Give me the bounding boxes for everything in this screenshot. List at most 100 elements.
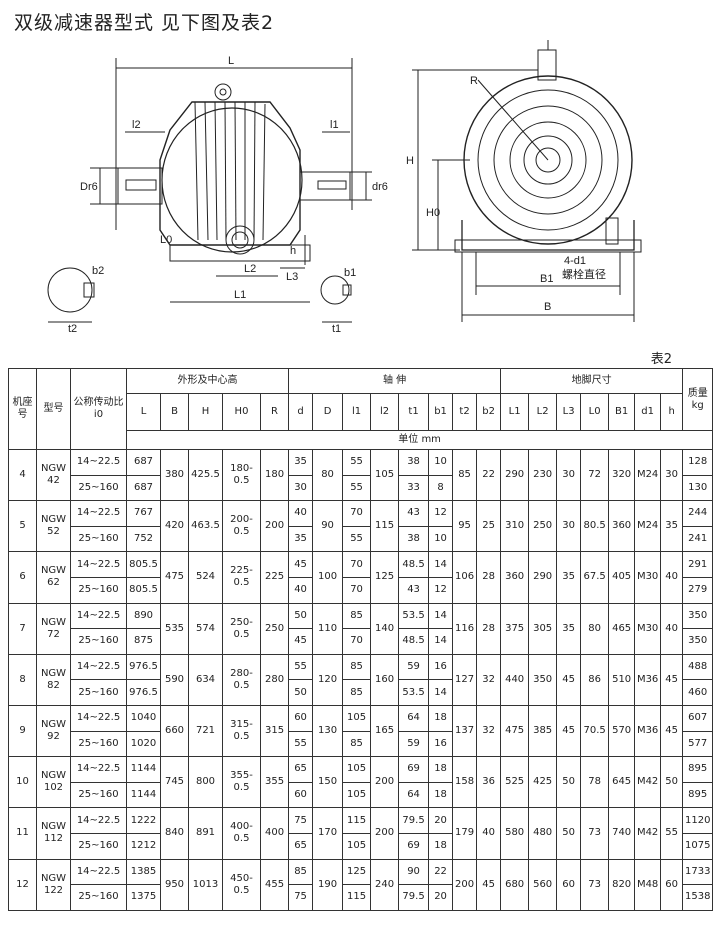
dim-label: b2 [92,265,104,277]
table-cell: 130 [682,474,713,502]
table-cell: 1075 [682,832,713,860]
table-cell: 20 [428,807,454,834]
table-cell: 45 [556,653,582,706]
table-cell: 14~22.5 [70,858,127,886]
table-cell: 225 [259,551,290,604]
page-title: 双级减速器型式 见下图及表2 [14,12,275,34]
table-cell: 64 [398,704,430,732]
table-cell: 20 [428,884,454,911]
table-cell: 16 [428,653,454,681]
table-cell: 95 [452,500,478,553]
table-cell: 225-0.5 [222,551,261,604]
table-cell: 40 [476,807,502,860]
table-cell: 25~160 [70,576,127,604]
table-cell: 250-0.5 [222,602,261,655]
table-cell: 25~160 [70,884,127,911]
table-cell: 65 [288,832,314,860]
col-H: H [188,393,223,431]
table-cell: 25~160 [70,832,127,860]
table-cell: 55 [342,449,372,476]
table-cell: 280 [259,653,290,706]
header-shaft: 轴 伸 [288,368,502,394]
table-cell: 740 [608,807,636,860]
table-cell: 250 [259,602,290,655]
table-cell: 18 [428,756,454,783]
table-cell: 200 [259,500,290,553]
table-cell: 86 [580,653,610,706]
dim-label: 螺栓直径 [562,267,606,281]
table-cell: 30 [556,448,582,502]
table-cell: 25~160 [70,628,127,655]
table-cell: 35 [288,449,314,476]
table-cell: 350 [682,602,713,630]
table-cell: 375 [500,602,530,655]
table-cell: 165 [370,704,400,758]
table-cell: 40 [288,576,314,604]
table-cell: 28 [476,602,502,655]
table-cell: 59 [398,730,430,758]
table-cell: 240 [370,858,400,911]
table-cell: 320 [608,448,636,502]
table-cell: 800 [188,756,223,809]
table-cell: 33 [398,474,430,502]
table-cell: 120 [312,653,344,706]
dim-label: B [544,301,551,313]
table-cell: 360 [500,551,530,604]
col-t2: t2 [452,393,478,431]
table-cell: 14 [428,551,454,578]
table-cell: M42 [634,756,662,809]
table-cell: 291 [682,551,713,578]
table-cell: 105 [370,448,400,502]
table-cell: 100 [312,551,344,604]
table-cell: 50 [288,679,314,706]
table-cell: 45 [660,653,684,706]
table-cell: 85 [342,679,372,706]
table-cell: 32 [476,653,502,706]
table-cell: 25 [476,500,502,553]
table-cell: 535 [160,602,189,655]
table-cell: 53.5 [398,602,430,630]
table-cell: 85 [452,448,478,502]
table-cell: 7 [8,602,37,655]
table-cell: 60 [288,781,314,809]
table-cell: 28 [476,551,502,604]
table-cell: 64 [398,781,430,809]
col-l2: l2 [370,393,400,431]
table-cell: 78 [580,756,610,809]
table-cell: 9 [8,704,37,758]
table-cell: 85 [288,858,314,886]
table-cell: M36 [634,653,662,706]
col-D: D [312,393,344,431]
table-cell: 634 [188,653,223,706]
header-mass: 质量kg [682,368,713,431]
table-cell: 525 [500,756,530,809]
col-d: d [288,393,314,431]
table-cell: 45 [288,551,314,578]
table-cell: 43 [398,576,430,604]
table-cell: 22 [428,858,454,886]
table-cell: M24 [634,448,662,502]
table-cell: 50 [288,602,314,630]
table-cell: M42 [634,807,662,860]
table-cell: 85 [342,602,372,630]
table-cell: 70 [342,628,372,655]
table-cell: 69 [398,756,430,783]
col-l1: l1 [342,393,372,431]
table-cell: 50 [556,756,582,809]
col-B1: B1 [608,393,636,431]
table-cell: 241 [682,525,713,553]
table-cell: 405 [608,551,636,604]
table-cell: 60 [556,858,582,911]
table-cell: 687 [126,474,161,502]
table-cell: 305 [528,602,558,655]
table-cell: 1385 [126,858,161,886]
header-xinghao: 型号 [36,368,71,450]
side-view [47,58,372,323]
table-cell: 687 [126,449,161,476]
table-cell: 721 [188,704,223,758]
